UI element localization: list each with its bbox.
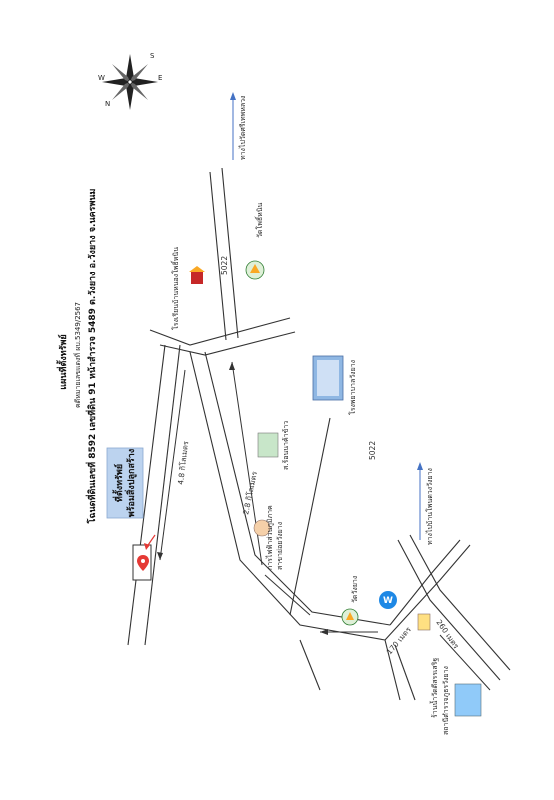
landmark-sports-field: ส.ร้อนนาค้าข้าว [257,421,290,470]
svg-text:W: W [383,596,393,606]
school-label: โรงเรียนบ้านหนองโพธิ์หนิน [170,247,180,330]
landmark-school: โรงเรียนบ้านหนองโพธิ์หนิน [170,247,205,330]
property-site[interactable]: ที่ตั้งทรัพย์ พร้อมสิ่งปลูกสร้าง [106,447,156,581]
landmark-temple-top: วัดโพธิ์หนิน [245,202,265,280]
temple-top-label: วัดโพธิ์หนิน [254,202,264,238]
office-icon [253,519,271,537]
landmark-small-shop [417,613,431,631]
property-label-box [106,447,144,519]
map-title: แผนที่ตั้งทรัพย์ [56,334,69,389]
compass-n-label: N [105,100,110,108]
landmark-district-office: การไฟฟ้าส่วนภูมิภาค สาขาย่อยวังยาง [253,505,284,570]
direction-right-label: ทางไปบ้านโพนดวงวังยาง [425,468,434,545]
shop-icon [417,613,431,631]
sports-field-label: ส.ร้อนนาค้าข้าว [282,421,290,470]
hospital-icon [312,355,344,401]
district-office-label-2: สาขาย่อยวังยาง [276,522,284,570]
temple-bottom-label: วัดวังยาง [351,576,359,603]
landmark-gas-station: W [379,591,397,609]
school-icon [189,266,205,284]
route-5022-top: 5022 [220,256,229,275]
title-block: แผนที่ตั้งทรัพย์ คดีหมายเลขแดงที่ ผบ.534… [56,188,98,524]
landmark-hospital: โรงพยาบาลวังยาง [312,355,357,415]
direction-right: ทางไปบ้านโพนดวงวังยาง [417,462,434,545]
compass-rose-icon: W E N S [98,52,162,110]
distance-260m: 260 เมตร [434,618,460,650]
district-office-label-1: การไฟฟ้าส่วนภูมิภาค [265,505,274,570]
compass-w-label: W [98,74,105,82]
compass-e-label: E [158,74,162,82]
police-station-label: สถานีตำรวจภูธรวังยาง [442,666,450,735]
route-arrows [139,361,491,691]
gas-station-icon: W [379,591,397,609]
distance-4-8km: 4.8 กิโลเมตร [176,441,190,486]
case-number: คดีหมายเลขแดงที่ ผบ.5349/2567 [73,302,82,408]
temple-icon [245,260,265,280]
distance-2-8km: 2.8 กิโลเมตร [241,471,259,516]
direction-top: ทางไปวัดศรีเทพหลวง [230,92,247,160]
shop-label: ร้านน้ำวัดดีสรรเสริฐ [428,658,439,718]
distance-170m: 170 เมตร [385,625,413,656]
direction-top-label: ทางไปวัดศรีเทพหลวง [238,96,247,160]
hospital-label: โรงพยาบาลวังยาง [348,360,357,415]
property-label-line2: พร้อมสิ่งปลูกสร้าง [124,449,137,517]
road-network [127,167,511,701]
route-5022-mid: 5022 [368,441,377,460]
land-deed-info: โฉนดที่ดินเลขที่ 8592 เลขที่ดิน 91 หน้าส… [85,188,98,524]
landmark-police-station: ร้านน้ำวัดดีสรรเสริฐ สถานีตำรวจภูธรวังยา… [428,658,482,735]
field-icon [257,432,279,458]
compass-s-label: S [150,52,155,60]
landmark-temple-bottom: วัดวังยาง [341,576,359,626]
police-station-icon [454,683,482,717]
property-label-line1: ที่ตั้งทรัพย์ [112,464,125,502]
temple-icon [341,608,359,626]
